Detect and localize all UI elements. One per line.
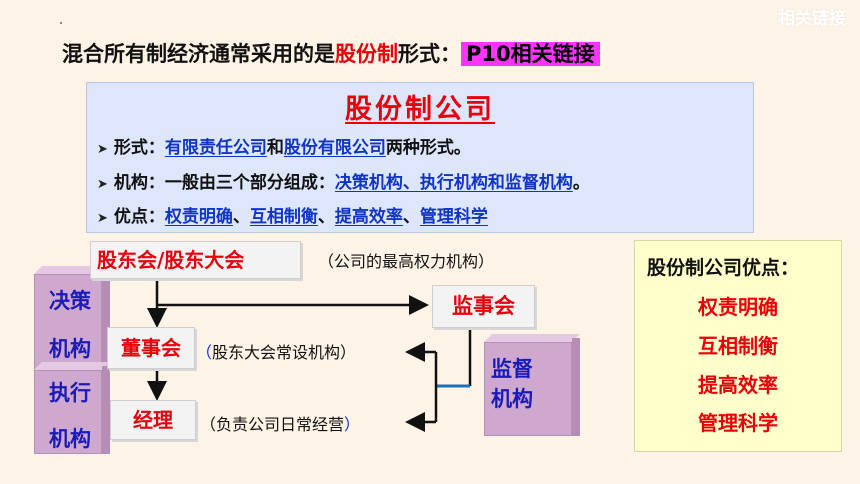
bullet-structure-label: 机构：一般由三个部分组成： (113, 173, 335, 193)
shareholders-box: 股东会/股东大会 (90, 241, 301, 279)
headline-prefix: 混合所有制经济通常采用的是 (62, 42, 335, 66)
decision-pillar: 决策 机构 (34, 274, 102, 370)
info-box: 股份制公司 ➤ 形式：有限责任公司和股份有限公司两种形式。 ➤ 机构：一般由三个部分… (86, 82, 754, 233)
bullet-form-connector: 和 (266, 138, 284, 158)
pillar-execution-side (102, 366, 110, 454)
pillar-decision-side (102, 270, 110, 370)
advantage-item: 管理科学 (698, 411, 778, 435)
link-joint-stock[interactable]: 股份有限公司 (283, 138, 386, 158)
arrow-bullet-icon: ➤ (97, 211, 108, 226)
advantage-item: 提高效率 (698, 373, 778, 397)
advantage-title: 股份制公司优点： (647, 257, 800, 279)
execution-pillar: 执行 机构 (34, 370, 102, 454)
related-link-button[interactable]: 相关链接 (778, 9, 846, 29)
bullet-structure-suffix: 。 (572, 173, 590, 193)
bullet-advantages: ➤优点：权责明确、互相制衡、提高效率、管理科学 (97, 202, 488, 227)
link-advantage-4[interactable]: 管理科学 (419, 207, 488, 227)
arrow-bullet-icon: ➤ (97, 142, 108, 157)
separator: 、 (232, 207, 250, 227)
bullet-structure: ➤ 机构：一般由三个部分组成：决策机构、执行机构和监督机构。 (97, 168, 590, 193)
link-advantage-1[interactable]: 权责明确 (164, 207, 233, 227)
link-limited-liability[interactable]: 有限责任公司 (164, 138, 267, 158)
headline-suffix: 形式： (398, 42, 461, 66)
decorative-dot (60, 22, 62, 24)
headline-tag: P10相关链接 (461, 42, 600, 66)
decision-pillar-line2: 机构 (49, 337, 91, 361)
shareholders-note: （公司的最高权力机构） (318, 252, 495, 271)
supervision-pillar: 监督 机构 (484, 342, 572, 436)
bullet-advantages-label: 优点： (113, 207, 165, 227)
pillar-supervision-side (572, 338, 580, 436)
advantage-item: 权责明确 (698, 295, 778, 319)
advantage-item: 互相制衡 (698, 334, 778, 358)
advantage-box: 股份制公司优点： 权责明确 互相制衡 提高效率 管理科学 (634, 240, 842, 452)
execution-pillar-line1: 执行 (49, 381, 91, 405)
link-advantage-2[interactable]: 互相制衡 (249, 207, 318, 227)
execution-pillar-line2: 机构 (49, 427, 91, 451)
manager-box: 经理 (110, 400, 196, 440)
info-title: 股份制公司 (345, 94, 495, 125)
board-box: 董事会 (107, 327, 195, 369)
manager-note: （负责公司日常经营） (200, 415, 361, 434)
bullet-form-label: 形式： (113, 138, 165, 158)
supervision-pillar-line2: 机构 (491, 387, 533, 411)
separator: 、 (402, 207, 420, 227)
link-advantage-3[interactable]: 提高效率 (334, 207, 403, 227)
headline-highlight: 股份制 (335, 42, 398, 66)
board-note: （股东大会常设机构） (196, 343, 357, 362)
headline: 混合所有制经济通常采用的是股份制形式：P10相关链接 (62, 38, 600, 68)
supervision-pillar-line1: 监督 (491, 357, 533, 381)
arrow-bullet-icon: ➤ (97, 177, 108, 192)
link-three-bodies[interactable]: 决策机构、执行机构和监督机构 (334, 173, 573, 193)
supervisors-box: 监事会 (432, 285, 535, 328)
bullet-form: ➤ 形式：有限责任公司和股份有限公司两种形式。 (97, 133, 471, 158)
bullet-form-suffix: 两种形式。 (385, 138, 471, 158)
separator: 、 (317, 207, 335, 227)
decision-pillar-line1: 决策 (49, 289, 91, 313)
